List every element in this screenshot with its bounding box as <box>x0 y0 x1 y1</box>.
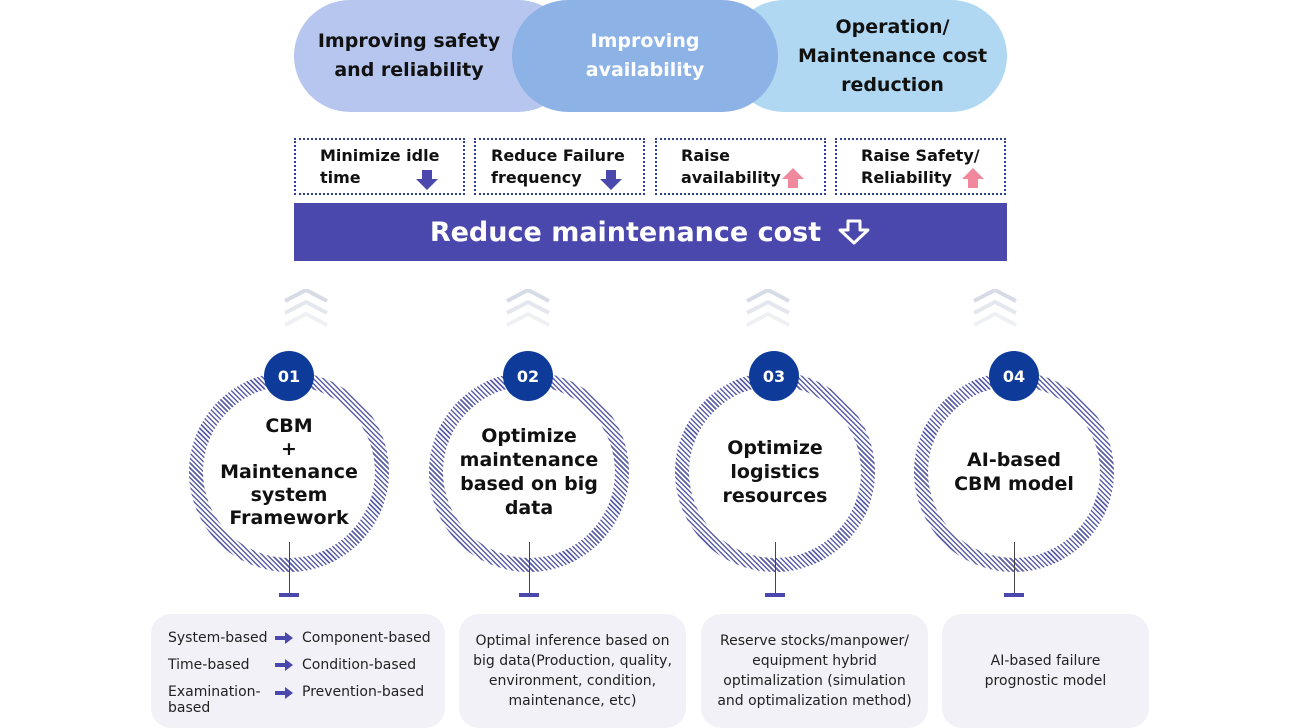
mapping-to: Component-based <box>302 630 431 646</box>
item-title: CBM + Maintenance system Framework <box>220 414 358 529</box>
connector-foot <box>279 593 299 597</box>
goal-availability: Improving availability <box>512 0 778 112</box>
detail-box-2: Optimal inference based on big data(Prod… <box>459 614 686 728</box>
detail-box-4: AI-based failure prognostic model <box>942 614 1149 728</box>
chevron-up-icon <box>506 289 550 327</box>
item-title: Optimize maintenance based on big data <box>459 425 599 519</box>
subgoal-failure-frequency: Reduce Failure frequency <box>474 138 645 195</box>
mapping-from: System-based <box>168 630 268 646</box>
item-number-badge: 03 <box>749 351 799 401</box>
item-ring-4: AI-based CBM model <box>914 372 1114 572</box>
detail-text: Optimal inference based on big data(Prod… <box>473 633 672 709</box>
subgoal-label: Raise availability <box>681 146 781 187</box>
detail-box-3: Reserve stocks/manpower/ equipment hybri… <box>701 614 928 728</box>
subgoal-label: Raise Safety/ Reliability <box>861 146 980 187</box>
goal-label: Improving availability <box>585 30 705 81</box>
goal-label: Improving safety and reliability <box>317 30 501 81</box>
subgoal-label: Reduce Failure frequency <box>491 146 625 187</box>
arrow-down-icon <box>416 170 438 190</box>
banner-label: Reduce maintenance cost <box>429 216 822 248</box>
chevron-up-icon <box>284 289 328 327</box>
item-number-badge: 02 <box>503 351 553 401</box>
arrow-right-icon <box>275 687 293 699</box>
subgoal-idle-time: Minimize idle time <box>294 138 465 195</box>
subgoal-label: Minimize idle time <box>320 146 440 187</box>
item-ring-3: Optimize logistics resources <box>675 372 875 572</box>
mapping-to: Condition-based <box>302 657 417 673</box>
subgoal-availability: Raise availability <box>655 138 826 195</box>
connector-line <box>775 542 776 597</box>
reduce-cost-banner: Reduce maintenance cost <box>294 203 1007 261</box>
connector-line <box>1014 542 1015 597</box>
arrow-down-outline-icon <box>838 219 870 245</box>
arrow-right-icon <box>275 632 293 644</box>
detail-text: Reserve stocks/manpower/ equipment hybri… <box>717 633 912 709</box>
subgoal-safety-reliability: Raise Safety/ Reliability <box>835 138 1006 195</box>
mapping-from: Examination- based <box>168 684 261 716</box>
connector-foot <box>1004 593 1024 597</box>
chevron-up-icon <box>973 289 1017 327</box>
chevron-up-icon <box>746 289 790 327</box>
mapping-from: Time-based <box>168 657 250 673</box>
mapping-to: Prevention-based <box>302 684 425 700</box>
arrow-up-icon <box>782 168 804 188</box>
item-number-badge: 01 <box>264 351 314 401</box>
item-title: AI-based CBM model <box>954 449 1074 495</box>
goal-label: Operation/ Maintenance cost reduction <box>797 15 988 96</box>
arrow-up-icon <box>962 168 984 188</box>
item-title: Optimize logistics resources <box>722 437 828 507</box>
connector-foot <box>519 593 539 597</box>
connector-foot <box>765 593 785 597</box>
connector-line <box>529 542 530 597</box>
detail-box-1 <box>151 614 445 728</box>
detail-text: AI-based failure prognostic model <box>984 653 1107 689</box>
arrow-right-icon <box>275 659 293 671</box>
item-number-badge: 04 <box>989 351 1039 401</box>
item-ring-2: Optimize maintenance based on big data <box>429 372 629 572</box>
connector-line <box>289 542 290 597</box>
arrow-down-icon <box>600 170 622 190</box>
item-ring-1: CBM + Maintenance system Framework <box>189 372 389 572</box>
